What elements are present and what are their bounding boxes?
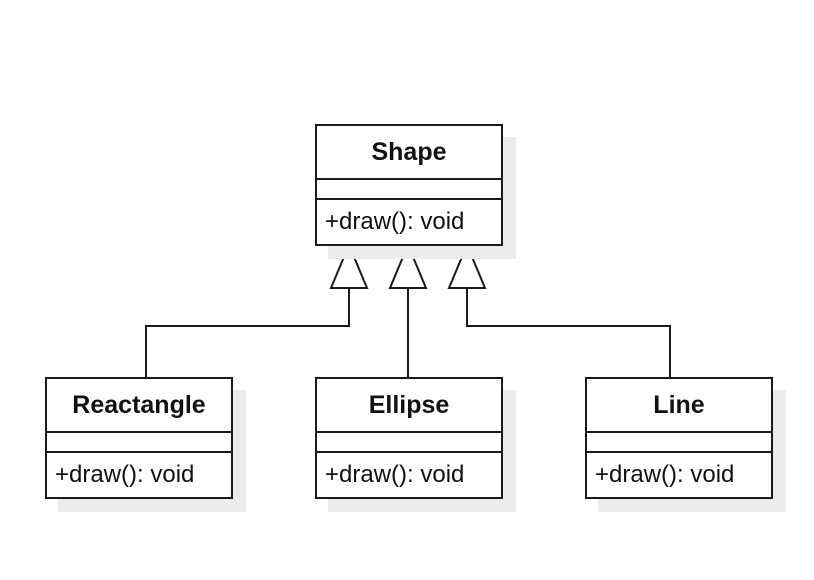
connector-line-shape (466, 288, 671, 377)
connector-reactangle-shape (145, 288, 350, 377)
inheritance-arrowhead-line (447, 242, 487, 289)
attributes-compartment (47, 433, 231, 453)
class-name: Shape (317, 126, 501, 180)
class-ellipse[interactable]: Ellipse +draw(): void (315, 377, 503, 499)
inheritance-arrowhead-reactangle (329, 242, 369, 289)
method-draw: +draw(): void (325, 208, 465, 235)
attributes-compartment (587, 433, 771, 453)
class-line[interactable]: Line +draw(): void (585, 377, 773, 499)
class-reactangle[interactable]: Reactangle +draw(): void (45, 377, 233, 499)
attributes-compartment (317, 433, 501, 453)
method-draw: +draw(): void (595, 461, 735, 488)
method-draw: +draw(): void (55, 461, 195, 488)
class-name: Line (587, 379, 771, 433)
inheritance-arrowhead-ellipse (388, 242, 428, 289)
class-shape[interactable]: Shape +draw(): void (315, 124, 503, 246)
attributes-compartment (317, 180, 501, 200)
class-name: Reactangle (47, 379, 231, 433)
method-draw: +draw(): void (325, 461, 465, 488)
class-name: Ellipse (317, 379, 501, 433)
